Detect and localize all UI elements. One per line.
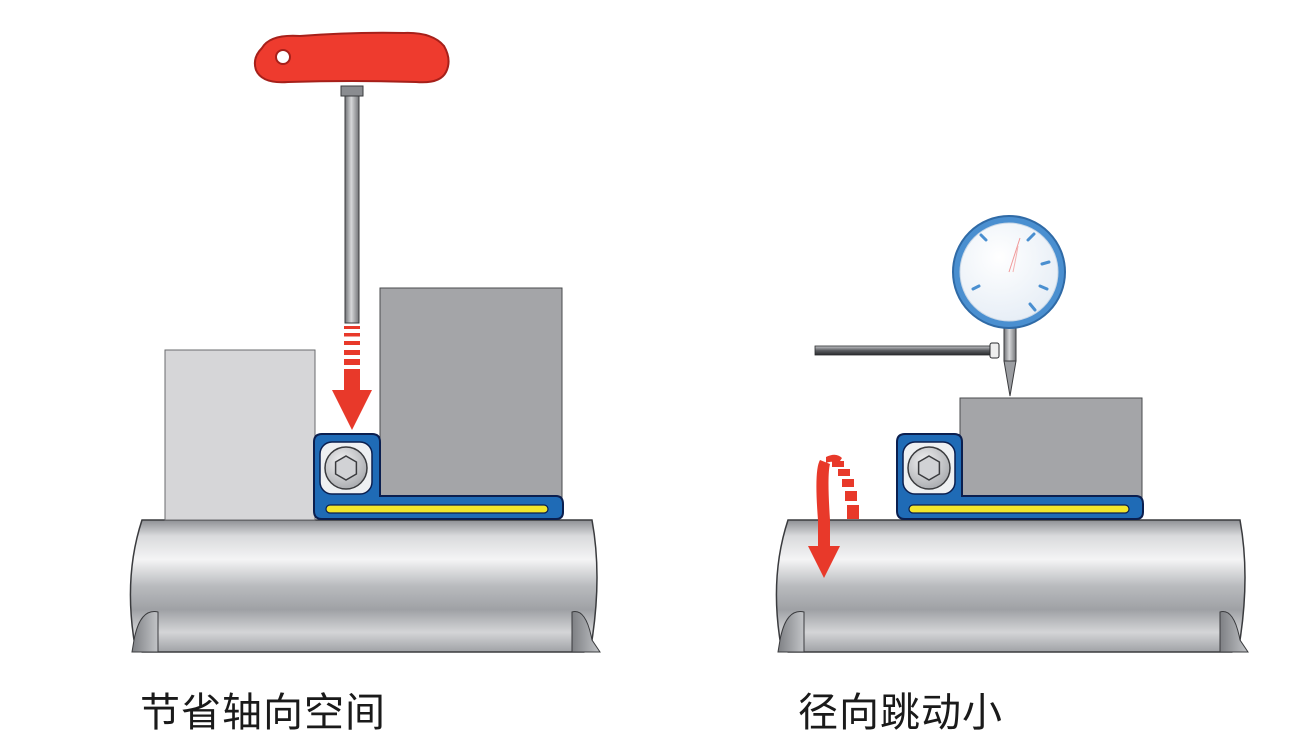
lock-nut-left <box>313 433 564 520</box>
shaft-left <box>129 519 601 653</box>
component-block-left <box>379 287 563 499</box>
left-assembly <box>129 31 601 653</box>
caption-left: 节省轴向空间 <box>140 690 386 736</box>
spacer-block-left <box>164 349 316 521</box>
locking-strip-right <box>908 504 1130 514</box>
shaft-right <box>775 519 1249 653</box>
socket-head-screw-icon <box>907 446 951 490</box>
caption-right: 径向跳动小 <box>798 690 1003 736</box>
t-handle-hex-key-icon <box>253 31 450 324</box>
socket-head-screw-icon <box>324 446 368 490</box>
dial-indicator-icon <box>814 215 1066 397</box>
locking-strip-left <box>325 504 549 514</box>
component-block-right <box>959 397 1143 499</box>
lock-nut-right <box>896 433 1144 520</box>
right-assembly <box>775 215 1249 653</box>
rotation-arrow-icon <box>808 454 859 578</box>
down-arrow-icon <box>332 326 372 430</box>
